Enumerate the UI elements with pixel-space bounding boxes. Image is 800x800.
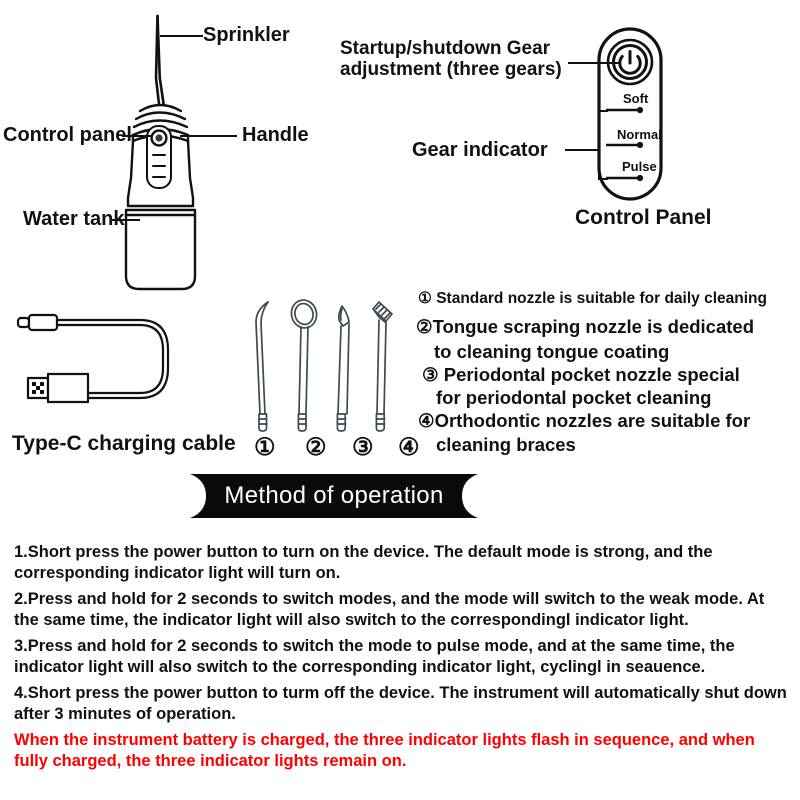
water-tank-leader-line: [112, 219, 140, 221]
gear-bracket-top: [598, 110, 608, 112]
charging-warning-text: When the instrument battery is charged, …: [14, 730, 755, 770]
sprinkler-label: Sprinkler: [203, 24, 290, 46]
handle-label: Handle: [242, 124, 309, 146]
device-illustration: [124, 14, 197, 291]
gear-label-soft: Soft: [623, 91, 649, 106]
nozzle-desc-4-line2: cleaning braces: [436, 434, 576, 455]
nozzle-desc-2-line1: ②Tongue scraping nozzle is dedicated: [416, 317, 754, 337]
device-gear-indicators: [152, 154, 166, 178]
sprinkler-leader-line: [160, 35, 203, 37]
gear-label-pulse: Pulse: [622, 159, 657, 174]
nozzles-illustration: [255, 299, 393, 432]
nozzle-3-periodontal: [336, 305, 350, 432]
instruction-step-4: 4.Short press the power button to turm o…: [14, 683, 787, 724]
control-panel-label: Control panel: [3, 124, 132, 146]
nozzle-desc-3-line2: for periodontal pocket cleaning: [436, 387, 712, 408]
gear-label-normal: Normal: [617, 127, 662, 142]
nozzle-desc-4-line1: ④Orthodontic nozzles are suitable for: [418, 411, 750, 431]
control-panel-caption: Control Panel: [575, 206, 712, 229]
startup-shutdown-label: Startup/shutdown Gear adjustment (three …: [340, 38, 580, 81]
usb-a-connector-body: [46, 372, 90, 404]
instruction-step-2: 2.Press and hold for 2 seconds to switch…: [14, 589, 765, 630]
instruction-steps: 1.Short press the power button to turn o…: [14, 542, 790, 776]
power-icon: [618, 50, 642, 75]
nozzle-desc-1: ① Standard nozzle is suitable for daily …: [418, 290, 767, 307]
charging-cable-illustration: [16, 313, 170, 404]
method-banner: Method of operation: [186, 472, 482, 520]
nozzle-desc-1-text: Standard nozzle is suitable for daily cl…: [436, 290, 767, 307]
nozzle-desc-2-text: Tongue scraping nozzle is dedicated: [432, 316, 754, 337]
cable-caption: Type-C charging cable: [12, 432, 236, 455]
control-panel-illustration: [597, 27, 663, 201]
instruction-step-3: 3.Press and hold for 2 seconds to switch…: [14, 636, 735, 677]
control-panel-leader-line: [122, 135, 151, 137]
water-tank-shape: [124, 208, 197, 291]
nozzle-number-3: ③: [352, 434, 374, 461]
nozzle-desc-3-marker: ③: [422, 364, 439, 385]
nozzle-2-tongue-scraper: [290, 299, 318, 432]
startup-shutdown-line2: adjustment (three gears): [340, 59, 562, 81]
nozzle-desc-3-line1: ③ Periodontal pocket nozzle special: [422, 365, 740, 385]
instruction-step-1: 1.Short press the power button to turn o…: [14, 543, 713, 583]
gear-indicator-leader-line: [565, 149, 599, 151]
nozzle-4-orthodontic: [372, 301, 393, 432]
handle-leader-line: [180, 135, 237, 137]
nozzle-desc-2-line2: to cleaning tongue coating: [434, 341, 670, 362]
method-banner-title: Method of operation: [224, 482, 444, 509]
nozzle-desc-3-text: Periodontal pocket nozzle special: [443, 364, 740, 385]
nozzle-desc-4-text: Orthodontic nozzles are suitable for: [434, 410, 751, 431]
nozzle-number-2: ②: [305, 434, 327, 461]
method-banner-shape: [190, 474, 478, 518]
nozzle-desc-4-marker: ④: [418, 410, 435, 431]
nozzle-number-1: ①: [254, 434, 276, 461]
water-tank-label: Water tank: [23, 208, 125, 230]
nozzle-desc-1-marker: ①: [418, 290, 432, 307]
startup-leader-line: [568, 62, 620, 64]
gear-indicator-label: Gear indicator: [412, 139, 548, 161]
nozzle-desc-2-marker: ②: [416, 316, 433, 337]
nozzle-number-4: ④: [398, 434, 420, 461]
startup-shutdown-line1: Startup/shutdown Gear: [340, 38, 551, 59]
type-c-connector-body: [27, 313, 59, 332]
gear-bracket-bottom: [598, 178, 608, 180]
gear-indicator-bracket: [598, 110, 600, 180]
type-c-connector-tip: [16, 316, 31, 329]
nozzle-1-standard: [255, 301, 269, 432]
